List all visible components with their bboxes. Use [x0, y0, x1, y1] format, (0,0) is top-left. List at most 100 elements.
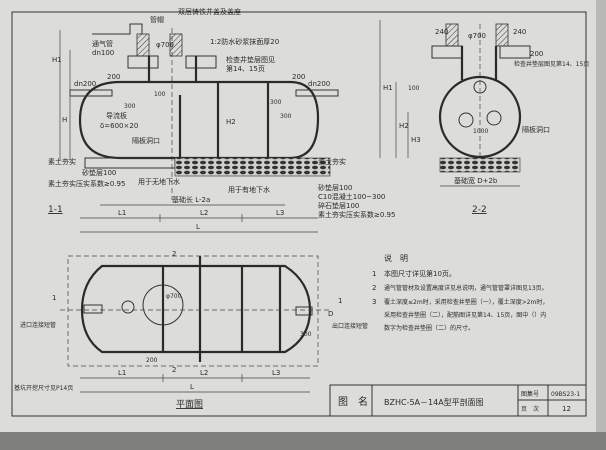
paper	[0, 0, 596, 432]
label-plan-l: L	[190, 383, 194, 391]
label-h2-2: H2	[399, 122, 409, 130]
note-1-num: 1	[372, 270, 376, 278]
label-shaft-dia-2: φ700	[468, 32, 486, 40]
notes: 说 明 1 本图尺寸详见第10页。 2 通气管管材及设置高度详见总说明，通气管管…	[372, 253, 548, 332]
vent-shaft-wall	[136, 33, 150, 57]
label-base-width: 基础宽 D+2b	[454, 176, 498, 185]
label-cap: 管帽	[150, 15, 164, 24]
label-h2: H2	[226, 118, 236, 126]
label-sand-left: 砂垫层100	[82, 168, 116, 177]
label-gravel: 碎石垫层100	[318, 201, 359, 210]
label-h: H	[62, 116, 67, 124]
label-with-groundwater: 用于有地下水	[228, 185, 270, 194]
label-baffle-size: δ=600×20	[100, 122, 138, 130]
note-3-line-2: 采用检查井垫圈（二），配筋图详见第14、15页，图中（）内	[384, 311, 546, 319]
label-plan-l1: L1	[118, 369, 126, 377]
title-block: 图 名 BZHC-5A－14A型平剖面图 图集号 09BS23-1 页 次 12	[329, 384, 587, 417]
label-dim-100: 100	[154, 91, 166, 98]
vent-plan	[121, 300, 135, 314]
label-pad-ref-2: 第14、15页	[226, 64, 265, 73]
note-2-num: 2	[372, 284, 376, 292]
label-h3-2: H3	[411, 136, 421, 144]
section-title-2-2: 2-2	[472, 205, 487, 215]
label-dim-300-c: 300	[280, 113, 292, 120]
bottom-shadow	[0, 432, 606, 450]
label-inlet: 进口连接短管	[20, 321, 56, 329]
label-no-groundwater: 用于无地下水	[138, 177, 180, 186]
page-edge	[596, 0, 606, 450]
label-compact-right: 素土夯实压实系数≥0.95	[318, 210, 395, 219]
label-l2: L2	[200, 209, 208, 217]
label-200-plan: 200	[146, 357, 158, 364]
label-dim-200-left: 200	[107, 73, 120, 81]
foundation-groundwater	[174, 157, 331, 177]
label-dim-300-a: 300	[124, 103, 136, 110]
label-cover: 双层铸铁井盖及盖座	[178, 7, 241, 16]
note-1-line-1: 本图尺寸详见第10页。	[384, 269, 456, 278]
label-h1-2: H1	[383, 84, 393, 92]
label-outlet-dn: dn200	[308, 80, 330, 88]
label-shaft-dia: φ700	[156, 41, 174, 49]
atlas-label: 图集号	[521, 390, 539, 398]
label-l: L	[196, 223, 200, 231]
label-sec1-right: 1	[338, 297, 342, 305]
label-plan-l3: L3	[272, 369, 280, 377]
atlas-number: 09BS23-1	[551, 391, 580, 398]
note-3-num: 3	[372, 298, 376, 306]
label-sand-right: 砂垫层100	[318, 183, 352, 192]
label-outlet: 出口连接短管	[332, 322, 368, 330]
label-partition-hole: 隔板洞口	[132, 136, 160, 145]
label-vent-dn: dn100	[92, 49, 114, 57]
label-1000: 1000	[473, 128, 488, 135]
excavation-outline	[67, 255, 319, 367]
shaft-left-wall	[169, 33, 183, 57]
label-pad-ref-2-2: 检查井垫层图见第14、15页	[514, 60, 589, 68]
label-240-right: 240	[513, 28, 526, 36]
label-vent-pipe: 通气管	[92, 39, 113, 48]
shaft-pad-left	[127, 55, 159, 69]
notes-heading: 说 明	[384, 253, 408, 263]
label-soil-left: 素土夯实	[48, 157, 76, 166]
label-100-2: 100	[408, 85, 420, 92]
label-l3: L3	[276, 209, 284, 217]
section-title-1-1: 1-1	[48, 205, 63, 215]
label-240-left: 240	[435, 28, 448, 36]
label-sec2-bottom: 2	[172, 366, 176, 374]
title-name-label: 图 名	[338, 395, 368, 408]
label-shaft-dia-plan: φ700	[166, 293, 182, 300]
page-number: 12	[562, 405, 571, 413]
label-sec2-top: 2	[172, 250, 176, 258]
label-plaster: 1:2防水砂浆抹面厚20	[210, 37, 279, 46]
section-2-2: 240 240 φ700 200 检查井垫层图见第14、15页 H1 H2 H3…	[379, 20, 589, 215]
shaft-pad-right	[185, 55, 217, 69]
label-compact-left: 素土夯实压实系数≥0.95	[48, 179, 125, 188]
section-1-1: 管帽 双层铸铁井盖及盖座 通气管 dn100 φ700 1:2防水砂浆抹面厚20…	[48, 7, 395, 233]
plan-title: 平面图	[176, 399, 203, 410]
label-partition-hole-2: 隔板洞口	[522, 125, 550, 134]
page-label: 页 次	[521, 405, 539, 413]
plan-view: 2 2 1 1 进口连接短管 出口连接短管 φ700 300 200 D 基坑开…	[14, 250, 368, 410]
label-manhole-ref: 基坑开挖尺寸见P14页	[14, 384, 73, 392]
tank-plan-outline	[80, 264, 312, 354]
label-h1: H1	[52, 56, 62, 64]
note-3-line-3: 数字为检查井垫圈（二）的尺寸。	[384, 324, 474, 332]
label-dim-300-b: 300	[270, 99, 282, 106]
note-2-line-1: 通气管管材及设置高度详见总说明，通气管管罩详图见13页。	[384, 284, 548, 292]
label-dim-200-right: 200	[292, 73, 305, 81]
label-inlet-dn: dn200	[74, 80, 96, 88]
drawing-name: BZHC-5A－14A型平剖面图	[384, 397, 484, 407]
vent-pipe	[92, 23, 143, 35]
label-200: 200	[530, 50, 543, 58]
label-pad-ref-1: 检查井垫层图见	[226, 55, 275, 64]
label-concrete: C10混凝土100~300	[318, 192, 385, 201]
label-plan-l2: L2	[200, 369, 208, 377]
label-d: D	[328, 310, 333, 318]
label-baffle: 导流板	[106, 111, 127, 120]
shaft-plan	[142, 284, 184, 326]
label-soil-right: 素土夯实	[318, 157, 346, 166]
frame-border	[11, 11, 587, 417]
outlet-pipe	[295, 89, 339, 97]
label-l1: L1	[118, 209, 126, 217]
note-3-line-1: 覆土深度≤2m时，采用检查井垫圈（一），覆土深度>2m时，	[384, 298, 548, 306]
